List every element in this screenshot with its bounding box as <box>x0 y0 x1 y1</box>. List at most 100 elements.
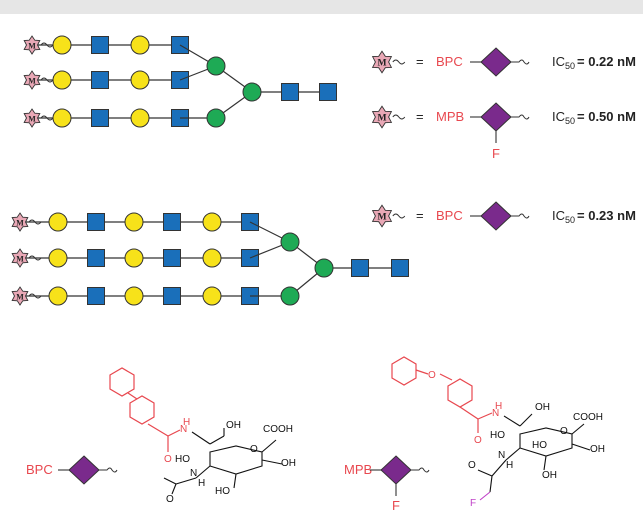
legend-row-3: M = BPC IC50= 0.23 nM <box>371 201 636 231</box>
biphenyl-ring <box>109 367 181 452</box>
svg-text:N: N <box>180 424 187 435</box>
svg-text:HO: HO <box>532 440 547 451</box>
svg-text:H: H <box>506 460 513 471</box>
legend-ic50-3: IC50= 0.23 nM <box>552 208 636 225</box>
svg-text:COOH: COOH <box>573 412 603 423</box>
squiggle-icon <box>392 59 406 65</box>
m-star-icon: M <box>11 248 42 268</box>
svg-text:H: H <box>183 417 190 428</box>
glcnac-square <box>163 287 181 305</box>
svg-text:OH: OH <box>590 444 605 455</box>
squiggle-icon <box>411 467 430 473</box>
squiggle-icon <box>40 42 54 48</box>
svg-text:H: H <box>198 478 205 489</box>
svg-text:O: O <box>560 426 568 437</box>
squiggle-icon <box>392 114 406 120</box>
sialic-diamond-icon <box>470 201 530 231</box>
diamond-shape <box>380 455 412 485</box>
svg-text:HO: HO <box>490 430 505 441</box>
glcnac-square <box>91 71 109 89</box>
galactose-circle <box>48 286 68 306</box>
svg-text:OH: OH <box>281 458 296 469</box>
sugar-ring <box>163 428 283 495</box>
galactose-circle <box>52 108 72 128</box>
m-letter: M <box>16 255 24 264</box>
legend-ic50-2: IC50= 0.50 nM <box>552 109 636 126</box>
diamond-shape <box>480 47 512 77</box>
svg-text:O: O <box>164 454 172 465</box>
galactose-circle <box>130 35 150 55</box>
mannose-circle <box>280 286 300 306</box>
svg-text:N: N <box>498 450 505 461</box>
legend-equals-1: = <box>416 54 424 69</box>
mannose-circle <box>280 232 300 252</box>
m-star-icon: M <box>11 286 42 306</box>
legend-label-3: BPC <box>436 208 463 223</box>
glcnac-square <box>163 213 181 231</box>
svg-text:O: O <box>468 460 476 471</box>
legend-equals-2: = <box>416 109 424 124</box>
structure-right-label: MPB <box>344 462 372 477</box>
svg-text:OH: OH <box>542 470 557 481</box>
m-letter: M <box>16 293 24 302</box>
mannose-circle <box>206 56 226 76</box>
sialic-diamond-icon <box>470 102 530 143</box>
squiggle-icon <box>28 255 42 261</box>
legend-row-1: M = BPC IC50= 0.22 nM <box>371 47 636 77</box>
galactose-circle <box>48 248 68 268</box>
svg-text:COOH: COOH <box>263 424 293 435</box>
squiggle-icon <box>40 115 54 121</box>
squiggle-icon <box>40 77 54 83</box>
legend-equals-3: = <box>416 208 424 223</box>
top-strip <box>0 0 643 14</box>
svg-text:O: O <box>250 444 258 455</box>
galactose-circle <box>124 212 144 232</box>
squiggle-icon <box>99 467 118 473</box>
m-star-icon: M <box>11 212 42 232</box>
m-star-icon: M <box>371 105 406 129</box>
legend-row-2: M = MPB F IC50= 0.50 nM <box>371 102 636 161</box>
squiggle-icon <box>511 213 530 219</box>
legend-sub-2: F <box>492 146 500 161</box>
phenoxy-ring <box>391 356 493 433</box>
m-star-icon: M <box>23 35 54 55</box>
mannose-circle <box>242 82 262 102</box>
m-letter: M <box>28 115 36 124</box>
glcnac-square <box>87 287 105 305</box>
m-star-icon: M <box>23 70 54 90</box>
glcnac-square <box>163 249 181 267</box>
sialic-diamond <box>470 47 530 77</box>
galactose-circle <box>52 70 72 90</box>
galactose-circle <box>202 248 222 268</box>
m-letter: M <box>16 219 24 228</box>
m-letter: M <box>28 77 36 86</box>
svg-text:HO: HO <box>175 454 190 465</box>
sialic-diamond <box>370 455 430 496</box>
mannose-circle <box>206 108 226 128</box>
m-star-icon: M <box>371 50 406 74</box>
svg-text:O: O <box>474 435 482 446</box>
galactose-circle <box>52 35 72 55</box>
diamond-shape <box>480 102 512 132</box>
glcnac-square <box>281 83 299 101</box>
svg-text:H: H <box>495 401 502 412</box>
m-star-icon: M <box>23 108 54 128</box>
diamond-shape <box>68 455 100 485</box>
diamond-shape <box>480 201 512 231</box>
m-letter: M <box>377 212 386 223</box>
sialic-diamond-icon <box>470 47 530 77</box>
glcnac-square <box>351 259 369 277</box>
structure-right-sub: F <box>392 498 400 513</box>
galactose-circle <box>124 286 144 306</box>
m-star-icon: M <box>371 204 406 228</box>
legend-ic50-1: IC50= 0.22 nM <box>552 54 636 71</box>
sialic-diamond <box>58 455 118 485</box>
svg-text:F: F <box>470 498 476 509</box>
squiggle-icon <box>511 59 530 65</box>
glcnac-square <box>91 36 109 54</box>
galactose-circle <box>130 108 150 128</box>
sugar-ring-right <box>477 413 591 493</box>
svg-text:HO: HO <box>215 486 230 497</box>
structure-right: MPB F O N H O OH COOH <box>344 356 605 513</box>
